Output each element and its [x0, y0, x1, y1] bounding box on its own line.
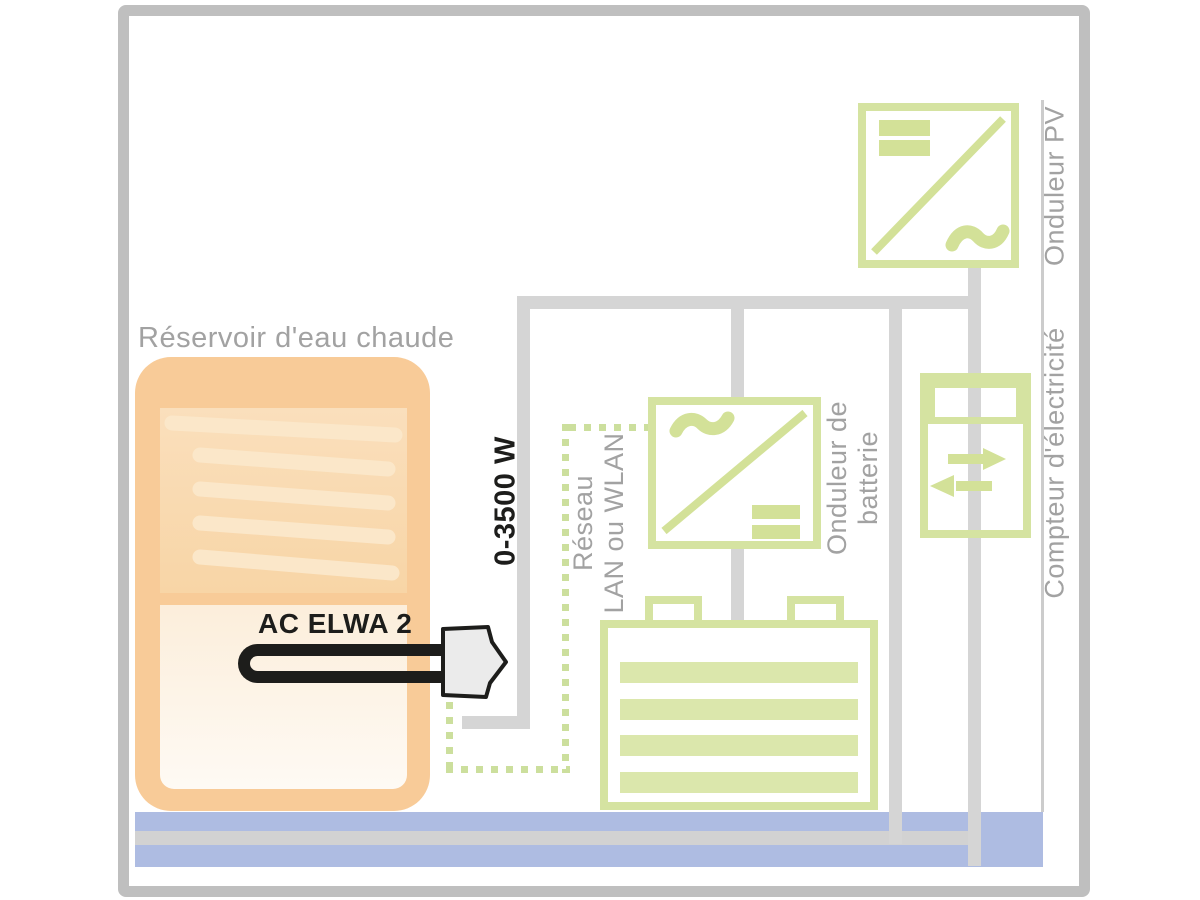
battery-inverter-label: Onduleur de batterie	[822, 401, 884, 555]
grid-line	[135, 831, 981, 845]
lan-dotted-line-seg4	[569, 424, 651, 431]
tank-label: Réservoir d'eau chaude	[138, 322, 455, 354]
network-label: Réseau LAN ou WLAN	[568, 432, 630, 613]
tank-heat-exchanger-section	[160, 408, 407, 593]
meter-label: Compteur d'électricité	[1039, 327, 1070, 599]
power-line-bus	[517, 296, 981, 309]
battery-cell	[620, 699, 858, 720]
battery-inverter-label-line1: Onduleur de	[822, 400, 852, 556]
power-line-battery-inverter-top	[731, 296, 744, 400]
tank-coil-icon	[164, 415, 403, 581]
network-label-line2: LAN ou WLAN	[599, 432, 629, 614]
battery-inverter	[648, 397, 821, 549]
power-line-device-horizontal	[462, 716, 530, 729]
device-arrow-icon	[440, 624, 510, 700]
battery-icon	[600, 620, 878, 810]
battery-cell	[620, 662, 858, 683]
power-line-device-vertical	[517, 296, 530, 729]
network-label-line1: Réseau	[568, 474, 598, 572]
pv-inverter-icon	[871, 116, 1010, 255]
pv-inverter	[858, 103, 1019, 268]
lan-dotted-line-seg3	[562, 424, 569, 773]
power-line-battery-inverter-bottom	[731, 546, 744, 622]
battery-inverter-icon	[661, 409, 808, 539]
meter-display	[928, 381, 1023, 424]
electricity-meter	[920, 373, 1031, 538]
pv-inverter-label: Onduleur PV	[1039, 105, 1070, 267]
lan-dotted-line-seg1	[446, 702, 453, 774]
lan-dotted-line-seg2	[446, 766, 570, 773]
hot-water-tank	[135, 357, 430, 811]
power-line-pv-meter	[968, 264, 981, 866]
meter-arrows-icon	[930, 448, 1006, 497]
label-leader-line	[1041, 100, 1044, 812]
battery-cell	[620, 735, 858, 756]
heating-element-icon	[238, 644, 451, 683]
battery-inverter-label-line2: batterie	[853, 430, 883, 526]
tank-lower-section	[160, 605, 407, 789]
battery-cell	[620, 772, 858, 793]
device-label: AC ELWA 2	[258, 608, 413, 639]
power-line-grid-drop	[889, 296, 902, 844]
